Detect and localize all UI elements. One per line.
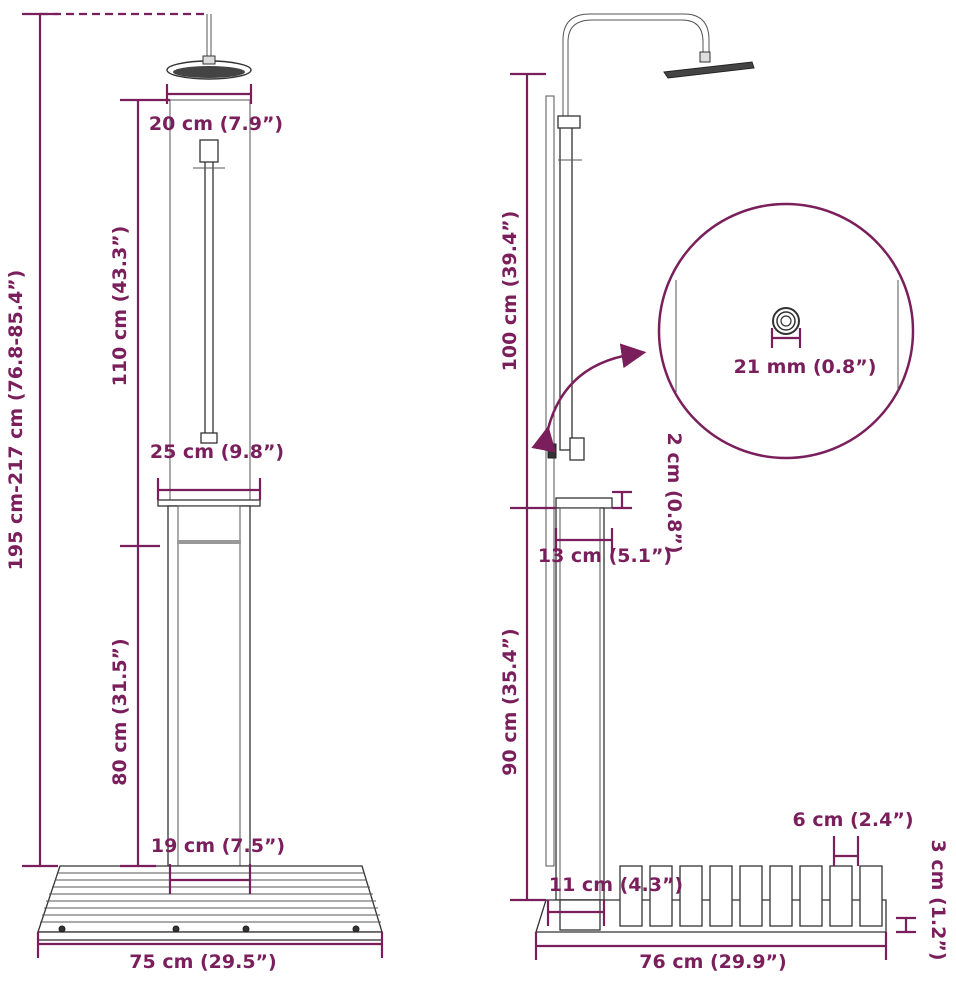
slat-width-label: 6 cm (2.4”): [792, 809, 913, 831]
upper-height-label: 110 cm (43.3”): [109, 226, 131, 387]
base-width-side-label: 76 cm (29.9”): [639, 951, 786, 973]
front-base: [37, 865, 383, 941]
hose-connector-icon: [772, 307, 800, 335]
shelf-thickness-label: 2 cm (0.8”): [663, 432, 685, 553]
shelf-depth-label: 13 cm (5.1”): [538, 545, 672, 567]
shelf-width-label: 25 cm (9.8”): [150, 441, 284, 463]
side-view: [535, 13, 887, 933]
side-shower-head: [663, 51, 755, 79]
column-width-label: 19 cm (7.5”): [151, 835, 285, 857]
base-thickness-label: 3 cm (1.2”): [927, 839, 949, 960]
front-view: [37, 14, 383, 941]
post-depth-label: 11 cm (4.3”): [549, 874, 683, 896]
head-diameter-label: 20 cm (7.9”): [149, 113, 283, 135]
side-lower-height-label: 90 cm (35.4”): [499, 628, 521, 775]
hose-detail-callout: [657, 202, 915, 460]
hose-diameter-label: 21 mm (0.8”): [734, 356, 877, 378]
side-dimensions: [510, 72, 916, 960]
side-upper-height-label: 100 cm (39.4”): [499, 211, 521, 372]
base-width-front-label: 75 cm (29.5”): [129, 951, 276, 973]
front-dimensions: [22, 12, 384, 958]
total-height-label: 195 cm-217 cm (76.8-85.4”): [5, 270, 27, 571]
lower-height-label: 80 cm (31.5”): [109, 638, 131, 785]
front-shower-head: [166, 55, 252, 80]
